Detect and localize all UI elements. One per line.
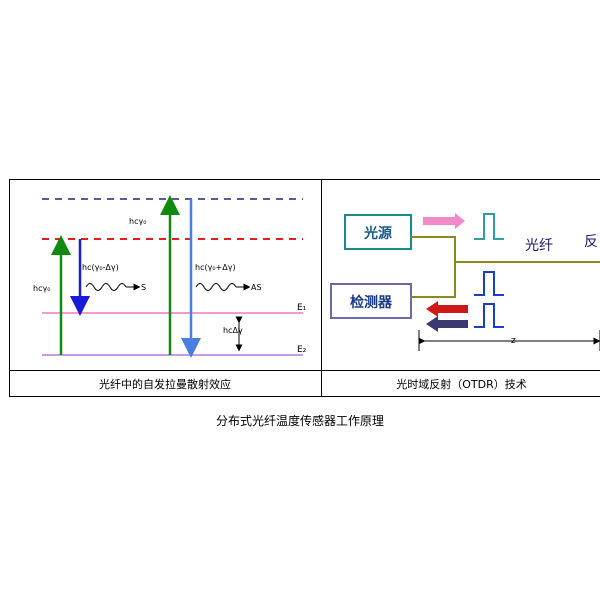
- label-stokes-tag: S: [141, 283, 146, 292]
- detector-box: [330, 283, 412, 319]
- source-fiber: [411, 236, 456, 262]
- stokes-wave: [85, 283, 127, 291]
- table-column-divider: [321, 179, 322, 397]
- detector-fiber: [411, 262, 456, 298]
- return-pulse-upper: [474, 271, 504, 296]
- return-arrow-red: [426, 301, 468, 317]
- return-arrow-navy: [426, 316, 468, 332]
- label-hcv0-mid: hcγ₀: [33, 284, 50, 293]
- launch-pulse: [474, 213, 504, 240]
- light-source-box: [344, 214, 412, 250]
- reflect-label: 反: [584, 234, 598, 250]
- fiber-label: 光纤: [525, 238, 553, 254]
- raman-scattering-diagram: hcγ₀ hcγ₀ hc(γ₀-Δγ) S hc(γ₀+Δγ) AS hcΔγ …: [33, 195, 307, 358]
- return-pulse-lower: [474, 303, 504, 328]
- label-e2: E₂: [297, 345, 307, 355]
- label-e1: E₁: [297, 303, 307, 313]
- figure-caption: 分布式光纤温度传感器工作原理: [215, 414, 384, 428]
- label-antistokes-energy: hc(γ₀+Δγ): [195, 263, 236, 272]
- table-row-divider: [9, 370, 600, 371]
- table-outer-border: [9, 179, 600, 397]
- label-hcv0-top: hcγ₀: [129, 217, 146, 226]
- antistokes-wave: [195, 283, 237, 291]
- figure-table: hcγ₀ hcγ₀ hc(γ₀-Δγ) S hc(γ₀+Δγ) AS hcΔγ …: [9, 179, 600, 397]
- left-panel-caption: 光纤中的自发拉曼散射效应: [99, 378, 231, 391]
- detector-label: 检测器: [350, 294, 393, 311]
- label-stokes-energy: hc(γ₀-Δγ): [82, 263, 119, 272]
- launch-arrow: [423, 213, 465, 229]
- distance-label: z: [511, 336, 516, 346]
- right-panel-caption: 光时域反射（OTDR）技术: [396, 378, 527, 391]
- otdr-diagram: 光源 检测器 光纤 反 z: [330, 213, 600, 351]
- label-delta: hcΔγ: [223, 326, 243, 335]
- label-antistokes-tag: AS: [251, 283, 262, 292]
- light-source-label: 光源: [363, 225, 392, 242]
